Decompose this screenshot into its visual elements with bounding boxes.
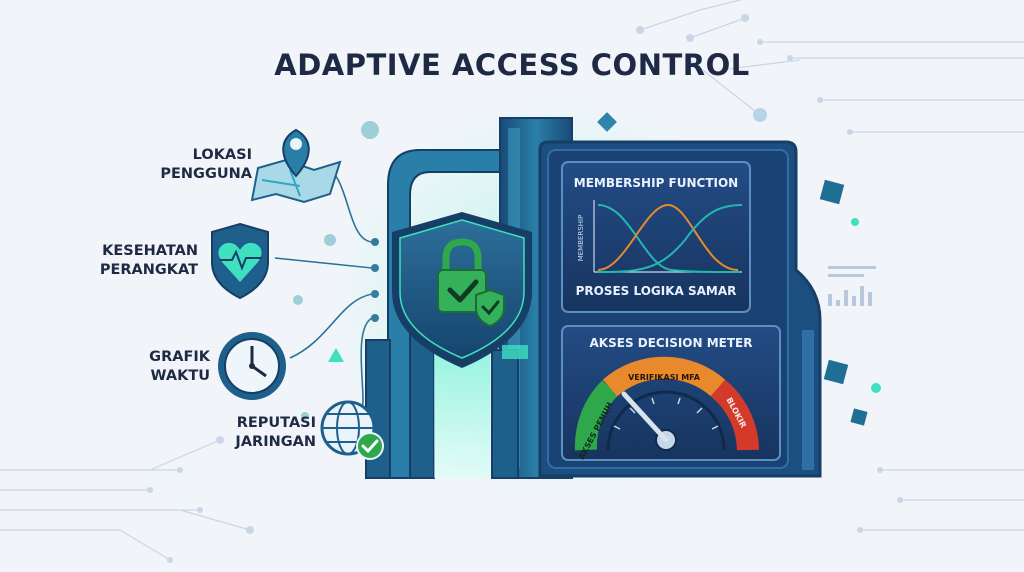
factor-label-line: PERANGKAT <box>99 262 198 278</box>
membership-panel <box>561 161 751 313</box>
security-shield <box>392 212 532 368</box>
membership-y-axis-label: MEMBERSHIP <box>577 215 585 262</box>
membership-panel-title: MEMBERSHIP FUNCTION <box>573 176 739 190</box>
circuit-nodes <box>147 14 903 563</box>
factor-label: KESEHATAN PERANGKAT <box>28 242 198 280</box>
decision-meter-panel <box>561 325 781 461</box>
decision-meter-title: AKSES DECISION METER <box>589 336 753 350</box>
factor-label-line: PENGGUNA <box>160 166 252 182</box>
factor-label: REPUTASI JARINGAN <box>146 414 316 452</box>
factor-label-line: GRAFIK <box>149 349 210 365</box>
factor-label-line: WAKTU <box>150 368 210 384</box>
factor-label-line: REPUTASI <box>236 415 316 431</box>
heart-shield-icon <box>211 222 269 300</box>
factor-label-line: LOKASI <box>192 147 252 163</box>
map-pin-icon <box>250 128 342 204</box>
page-title: ADAPTIVE ACCESS CONTROL <box>274 48 750 82</box>
membership-panel-subtitle: PROSES LOGIKA SAMAR <box>575 284 737 298</box>
factor-label-line: JARINGAN <box>235 434 316 450</box>
factor-label: GRAFIK WAKTU <box>40 348 210 386</box>
factor-label: LOKASI PENGGUNA <box>82 146 252 184</box>
clock-icon <box>218 332 286 400</box>
factor-label-line: KESEHATAN <box>102 243 198 259</box>
globe-check-icon <box>320 400 384 460</box>
meter-zone-label: VERIFIKASI MFA <box>628 373 701 382</box>
